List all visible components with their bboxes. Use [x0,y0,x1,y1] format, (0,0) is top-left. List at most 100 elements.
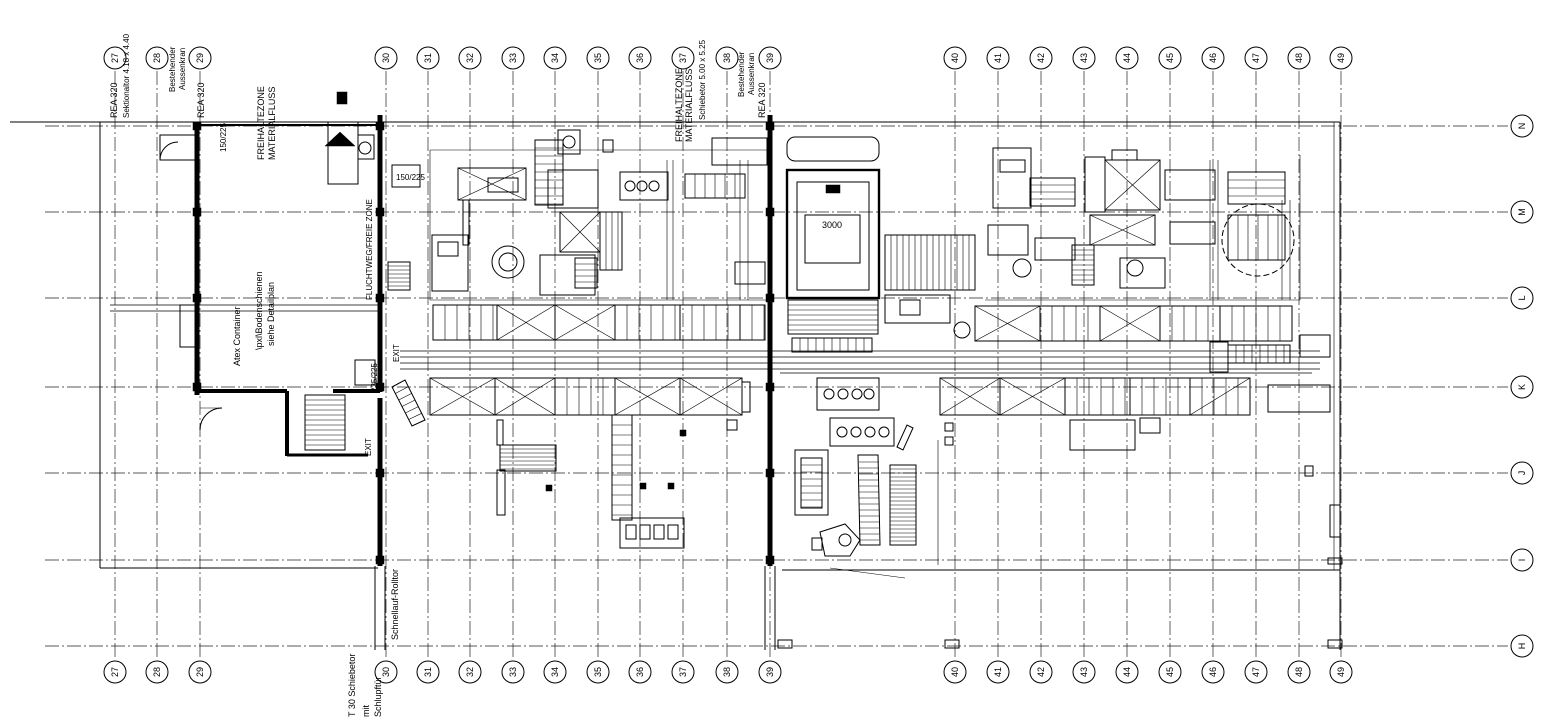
axis-bubble-bottom-44: 44 [1115,660,1139,684]
axis-bubble-circle [1510,548,1534,572]
axis-bubble-row-H: H [1510,634,1534,658]
gate-label-rea-39: REA 320 [757,82,767,118]
axis-bubble-bottom-48: 48 [1287,660,1311,684]
column-base-d [777,639,793,649]
axis-bubble-top-49: 49 [1329,46,1353,70]
axis-bubble-label: 40 [950,53,960,63]
roof-marker [336,91,348,105]
base-frame [539,254,596,296]
axis-bubble-circle [416,46,440,70]
structural-column [375,121,385,131]
structural-column [765,121,775,131]
axis-bubble-circle [1029,660,1053,684]
control-cabinet [884,294,951,324]
axis-bubble-circle [628,660,652,684]
drawing-annotations: REA 320 Sektionaltor 4.18 x 4.40 Bestehe… [109,33,842,717]
axis-bubble-label: 42 [1036,667,1046,677]
pallet-buffer-b [829,417,895,447]
clearance-zone-label-right: FREIHALTEZONE [674,68,684,142]
axis-bubble-circle [1510,375,1534,399]
axis-bubble-circle [1510,634,1534,658]
axis-grid [45,71,1508,659]
pallet-position [851,388,863,400]
end-stop [1299,334,1331,358]
axis-bubbles: 2727282829293030313132323333343435353636… [103,46,1534,684]
axis-bubble-circle [1072,660,1096,684]
axis-bubble-top-28: 28 [145,46,169,70]
cabinet-top [711,137,768,166]
axis-bubble-circle [1329,46,1353,70]
axis-bubble-label: 30 [381,53,391,63]
pallet-slot [639,524,651,540]
axis-bubble-circle [1244,660,1268,684]
axis-bubble-circle [1029,46,1053,70]
axis-bubble-circle [188,660,212,684]
cabinet-b [987,224,1029,256]
axis-bubble-label: 28 [152,53,162,63]
axis-bubble-circle [986,46,1010,70]
machine-cabinet-cross-b [457,167,527,201]
column-base-e [1304,465,1314,477]
conveyor-end-stop [741,381,751,413]
axis-bubble-bottom-47: 47 [1244,660,1268,684]
axis-bubble-circle [943,660,967,684]
axis-bubble-label: 39 [765,53,775,63]
axis-bubble-row-J: J [1510,461,1534,485]
axis-bubble-label: 28 [152,667,162,677]
high-speed-door-label: Schnellauf-Rolltor [390,569,400,640]
vertical-conveyor [611,414,633,521]
axis-bubble-circle [1510,114,1534,138]
structural-column [765,555,775,565]
axis-bubble-top-48: 48 [1287,46,1311,70]
axis-bubble-label: M [1517,208,1527,216]
axis-bubble-label: 42 [1036,53,1046,63]
fixture [354,359,376,386]
axis-bubble-row-I: I [1510,548,1534,572]
axis-bubble-label: 38 [722,667,732,677]
axis-bubble-label: 49 [1336,667,1346,677]
entrance-door-swing [159,141,179,161]
exit-label-lower: EXIT [364,438,373,456]
axis-bubble-bottom-43: 43 [1072,660,1096,684]
floor-anchor [679,429,687,437]
spindle-circle [562,135,576,149]
axis-bubble-top-45: 45 [1158,46,1182,70]
base-b [1119,257,1166,289]
structural-column [765,382,775,392]
axis-bubble-top-33: 33 [501,46,525,70]
inclined-conveyor [857,454,881,546]
axis-bubble-bottom-39: 39 [758,660,782,684]
axis-bubble-circle [1329,660,1353,684]
structural-column [192,207,202,217]
sensor-a [944,422,954,432]
pallet-position [624,180,636,192]
conveyor-segment-right-k-2-cross-b [999,377,1066,416]
door-marker [1329,504,1341,538]
axis-bubble-top-42: 42 [1029,46,1053,70]
axis-bubble-top-38: 38 [715,46,739,70]
conveyor-segment-row-k-1-cross-b [429,377,496,416]
ladder [387,261,411,291]
axis-bubble-row-L: L [1510,286,1534,310]
axis-bubble-label: 39 [765,667,775,677]
axis-bubble-bottom-35: 35 [586,660,610,684]
axis-bubble-circle [145,46,169,70]
axis-bubble-top-40: 40 [943,46,967,70]
axis-bubble-circle [1158,660,1182,684]
axis-bubble-circle [103,46,127,70]
machining-center-enclosure [796,181,870,291]
axis-bubble-label: 38 [722,53,732,63]
axis-bubble-bottom-36: 36 [628,660,652,684]
axis-bubble-top-47: 47 [1244,46,1268,70]
floor-anchor [667,482,675,490]
pallet-position [863,388,875,400]
axis-bubble-label: 37 [678,667,688,677]
pallet-position [878,426,890,438]
axis-bubble-circle [1158,46,1182,70]
sliding-gate-top-label: Schiebetor 5.00 x 5.25 [698,39,707,120]
pallet-position [836,426,848,438]
axis-bubble-bottom-46: 46 [1201,660,1225,684]
axis-bubble-circle [671,660,695,684]
exterior-stair-step [395,386,409,394]
